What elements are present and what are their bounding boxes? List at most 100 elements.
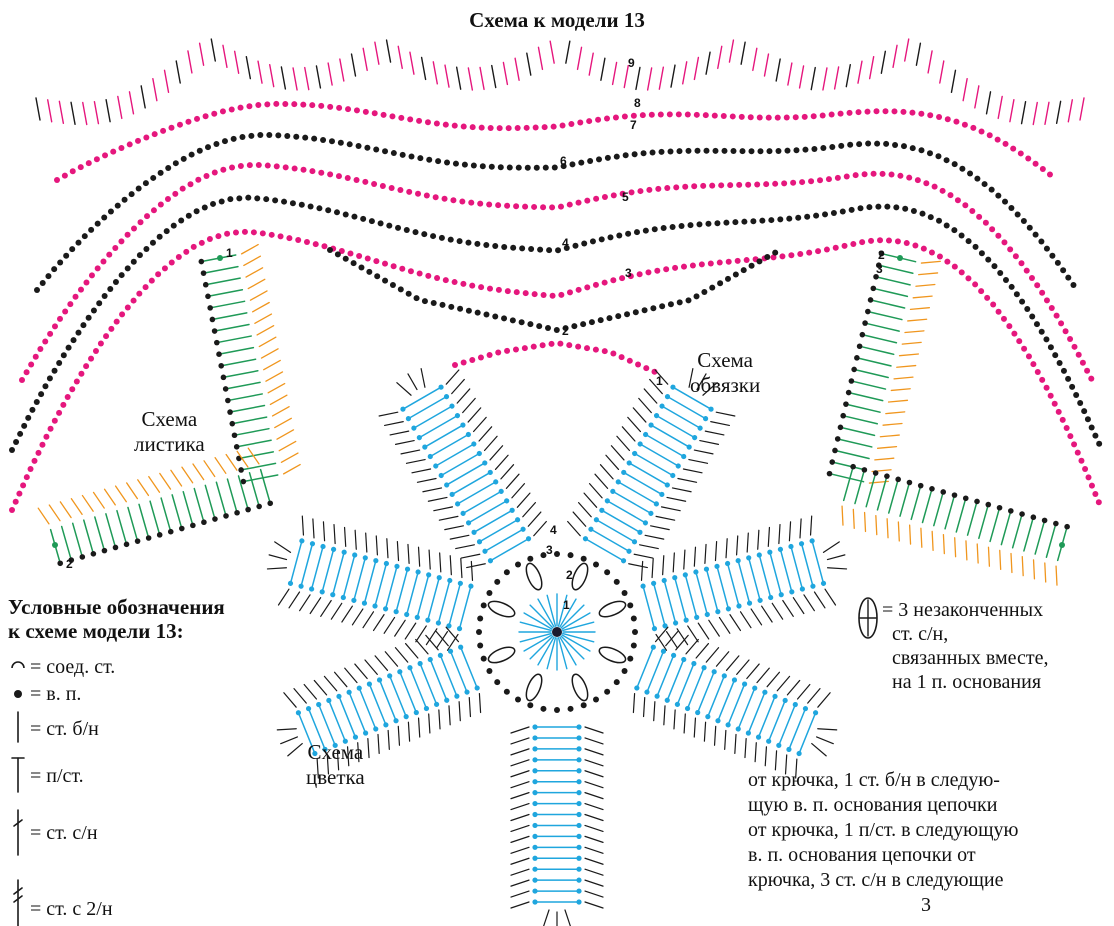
petal-dot [322, 746, 328, 753]
leaf-stitch [865, 475, 876, 508]
petal-dot [576, 899, 582, 905]
chain-dot [143, 134, 150, 141]
petal-dot [681, 453, 687, 460]
chain-dot [211, 169, 218, 176]
leaf-dot [985, 501, 992, 508]
petal-dot [474, 685, 480, 691]
chain-dot [631, 151, 638, 158]
petal-spike [404, 642, 419, 659]
petal-dot [400, 406, 406, 412]
chain-dot [774, 114, 781, 121]
chain-dot [382, 277, 389, 284]
picot-spike [705, 51, 711, 75]
chain-dot [732, 271, 739, 278]
petal-stitch [338, 697, 356, 737]
petal-dot [458, 644, 464, 650]
petal-stitch [425, 425, 462, 447]
petal-spike [761, 605, 773, 623]
chain-dot [56, 360, 63, 367]
chain-dot [636, 271, 643, 278]
petal-spike [411, 468, 432, 474]
chain-dot [144, 213, 151, 220]
chain-dot [198, 239, 205, 246]
legend-title-line-2: к схеме модели 13: [8, 619, 184, 643]
chain-dot [398, 114, 405, 121]
chain-dot [1048, 304, 1055, 311]
chain-dot [641, 307, 648, 314]
petal-dot [576, 877, 582, 883]
chain-dot [984, 294, 991, 301]
chain-dot [739, 148, 746, 155]
edging-row-chain [54, 100, 1053, 183]
petal-spike [750, 608, 763, 626]
chain-dot [522, 203, 529, 210]
petal-spike [446, 633, 459, 651]
chain-dot [1010, 145, 1017, 152]
chain-dot [786, 215, 793, 222]
petal-dot [660, 648, 667, 654]
chain-dot [1075, 351, 1082, 358]
chain-dot [23, 369, 30, 376]
chain-dot [764, 254, 771, 261]
chain-dot [39, 441, 46, 448]
edging-scheme-label: Схема обвязки [690, 348, 760, 398]
leaf-stitch [910, 487, 921, 521]
chain-dot [1084, 416, 1091, 423]
leaf-spike [274, 417, 292, 429]
chain-dot [430, 300, 437, 307]
instruction-paragraph: от крючка, 1 ст. б/н в следую- щую в. п.… [748, 768, 1104, 918]
petal-spike [357, 742, 360, 763]
center-spoke [537, 636, 555, 666]
chain-dot [347, 250, 354, 257]
chain-dot [601, 348, 608, 355]
petal-dot [305, 706, 312, 712]
chain-dot [43, 433, 50, 440]
picot-spike [752, 47, 758, 72]
petal-spike [510, 868, 530, 876]
chain-dot [266, 132, 273, 139]
chain-dot [255, 102, 262, 109]
chain-dot [820, 145, 827, 152]
leaf-dot [90, 550, 97, 557]
chain-dot [847, 141, 854, 148]
petal-spike [584, 792, 604, 800]
center-spoke [559, 598, 577, 628]
chain-dot [912, 242, 919, 249]
petal-spike [400, 449, 421, 455]
leaf-spike [931, 530, 934, 552]
chain-dot [237, 162, 244, 169]
chain-dot [416, 270, 423, 277]
petal-dot [796, 750, 802, 757]
chain-dot [483, 242, 490, 249]
petal-dot [404, 611, 410, 618]
chain-dot [237, 104, 244, 111]
left-leaf-lower [37, 447, 274, 567]
chain-dot [1039, 289, 1046, 296]
leaf-spike [236, 450, 249, 468]
petal-spike [333, 524, 336, 545]
chain-dot [1070, 281, 1077, 288]
chain-dot [136, 252, 143, 259]
chain-dot [841, 242, 848, 249]
petal-spike [756, 667, 770, 684]
center-spoke [523, 634, 553, 652]
picot-spike [280, 66, 287, 90]
petal-dot [777, 546, 784, 552]
chain-dot [227, 196, 234, 203]
chain-dot [1029, 313, 1036, 320]
petal-spike [710, 421, 730, 427]
chain-dot [693, 293, 700, 300]
leaf-stitch [221, 346, 255, 355]
petal-stitch [717, 681, 735, 720]
leaf-dot [837, 424, 844, 431]
chain-dot [165, 165, 172, 172]
petal-dot [482, 548, 488, 554]
chain-dot [718, 182, 725, 189]
chain-dot [333, 209, 340, 216]
petal-dot [648, 510, 654, 516]
chain-dot [784, 147, 791, 154]
chain-dot [263, 196, 270, 203]
chain-dot [522, 290, 529, 297]
chain-dot [33, 399, 40, 406]
ring-dot [480, 655, 487, 662]
